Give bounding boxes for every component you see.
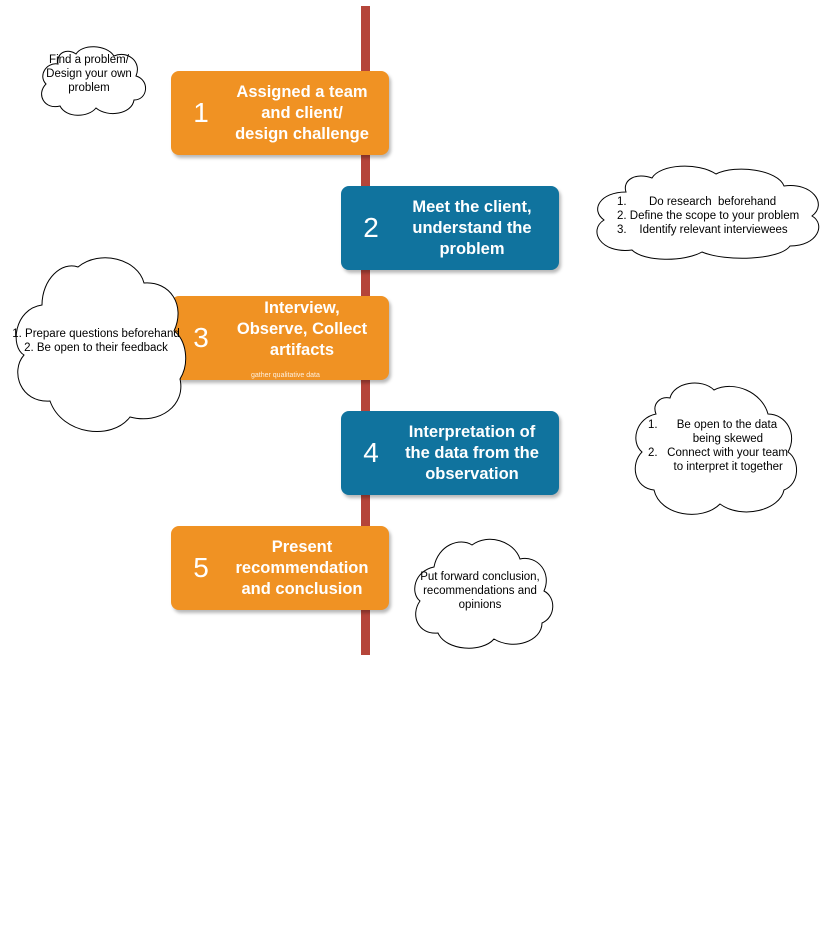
step-title: Meet the client, understand the problem bbox=[412, 197, 532, 258]
step-5-box[interactable]: 5 Present recommendation and conclusion bbox=[171, 526, 389, 610]
step-4-box[interactable]: 4 Interpretation of the data from the ob… bbox=[341, 411, 559, 495]
step-number: 2 bbox=[363, 212, 379, 243]
step-2-box[interactable]: 2 Meet the client, understand the proble… bbox=[341, 186, 559, 270]
cloud-note-1: Find a problem/ Design your own problem bbox=[36, 44, 148, 118]
step-note: gather qualitative data bbox=[251, 372, 320, 379]
step-title: Assigned a team and client/ design chall… bbox=[235, 82, 369, 143]
cloud-note-5: Put forward conclusion, recommendations … bbox=[410, 537, 554, 649]
step-number: 3 bbox=[193, 322, 209, 353]
step-1-box[interactable]: 1 Assigned a team and client/ design cha… bbox=[171, 71, 389, 155]
cloud-shape bbox=[15, 257, 187, 432]
cloud-shape bbox=[634, 382, 797, 515]
cloud-shape bbox=[41, 46, 146, 116]
cloud-shape bbox=[596, 165, 820, 260]
cloud-note-3: 1. Prepare questions beforehand 2. Be op… bbox=[10, 255, 187, 437]
cloud-note-4: 1. Be open to the data being skewed 2. C… bbox=[630, 380, 798, 520]
cloud-shape bbox=[414, 538, 554, 649]
step-number: 1 bbox=[193, 97, 209, 128]
cloud-text: 1. Do research beforehand 2. Define the … bbox=[617, 196, 800, 236]
step-number: 5 bbox=[193, 552, 209, 583]
cloud-text: 1. Prepare questions beforehand 2. Be op… bbox=[12, 328, 180, 354]
step-3-box[interactable]: 3 Interview, Observe, Collect artifacts … bbox=[171, 296, 389, 380]
step-number: 4 bbox=[363, 437, 379, 468]
cloud-text: Find a problem/ Design your own problem bbox=[46, 54, 132, 94]
step-title: Interview, Observe, Collect artifacts bbox=[236, 299, 368, 359]
step-title: Interpretation of the data from the obse… bbox=[405, 422, 539, 483]
step-title: Present recommendation and conclusion bbox=[235, 537, 369, 598]
cloud-text: 1. Be open to the data being skewed 2. C… bbox=[648, 419, 788, 473]
cloud-note-2: 1. Do research beforehand 2. Define the … bbox=[586, 165, 824, 260]
cloud-text: Put forward conclusion, recommendations … bbox=[420, 571, 540, 611]
